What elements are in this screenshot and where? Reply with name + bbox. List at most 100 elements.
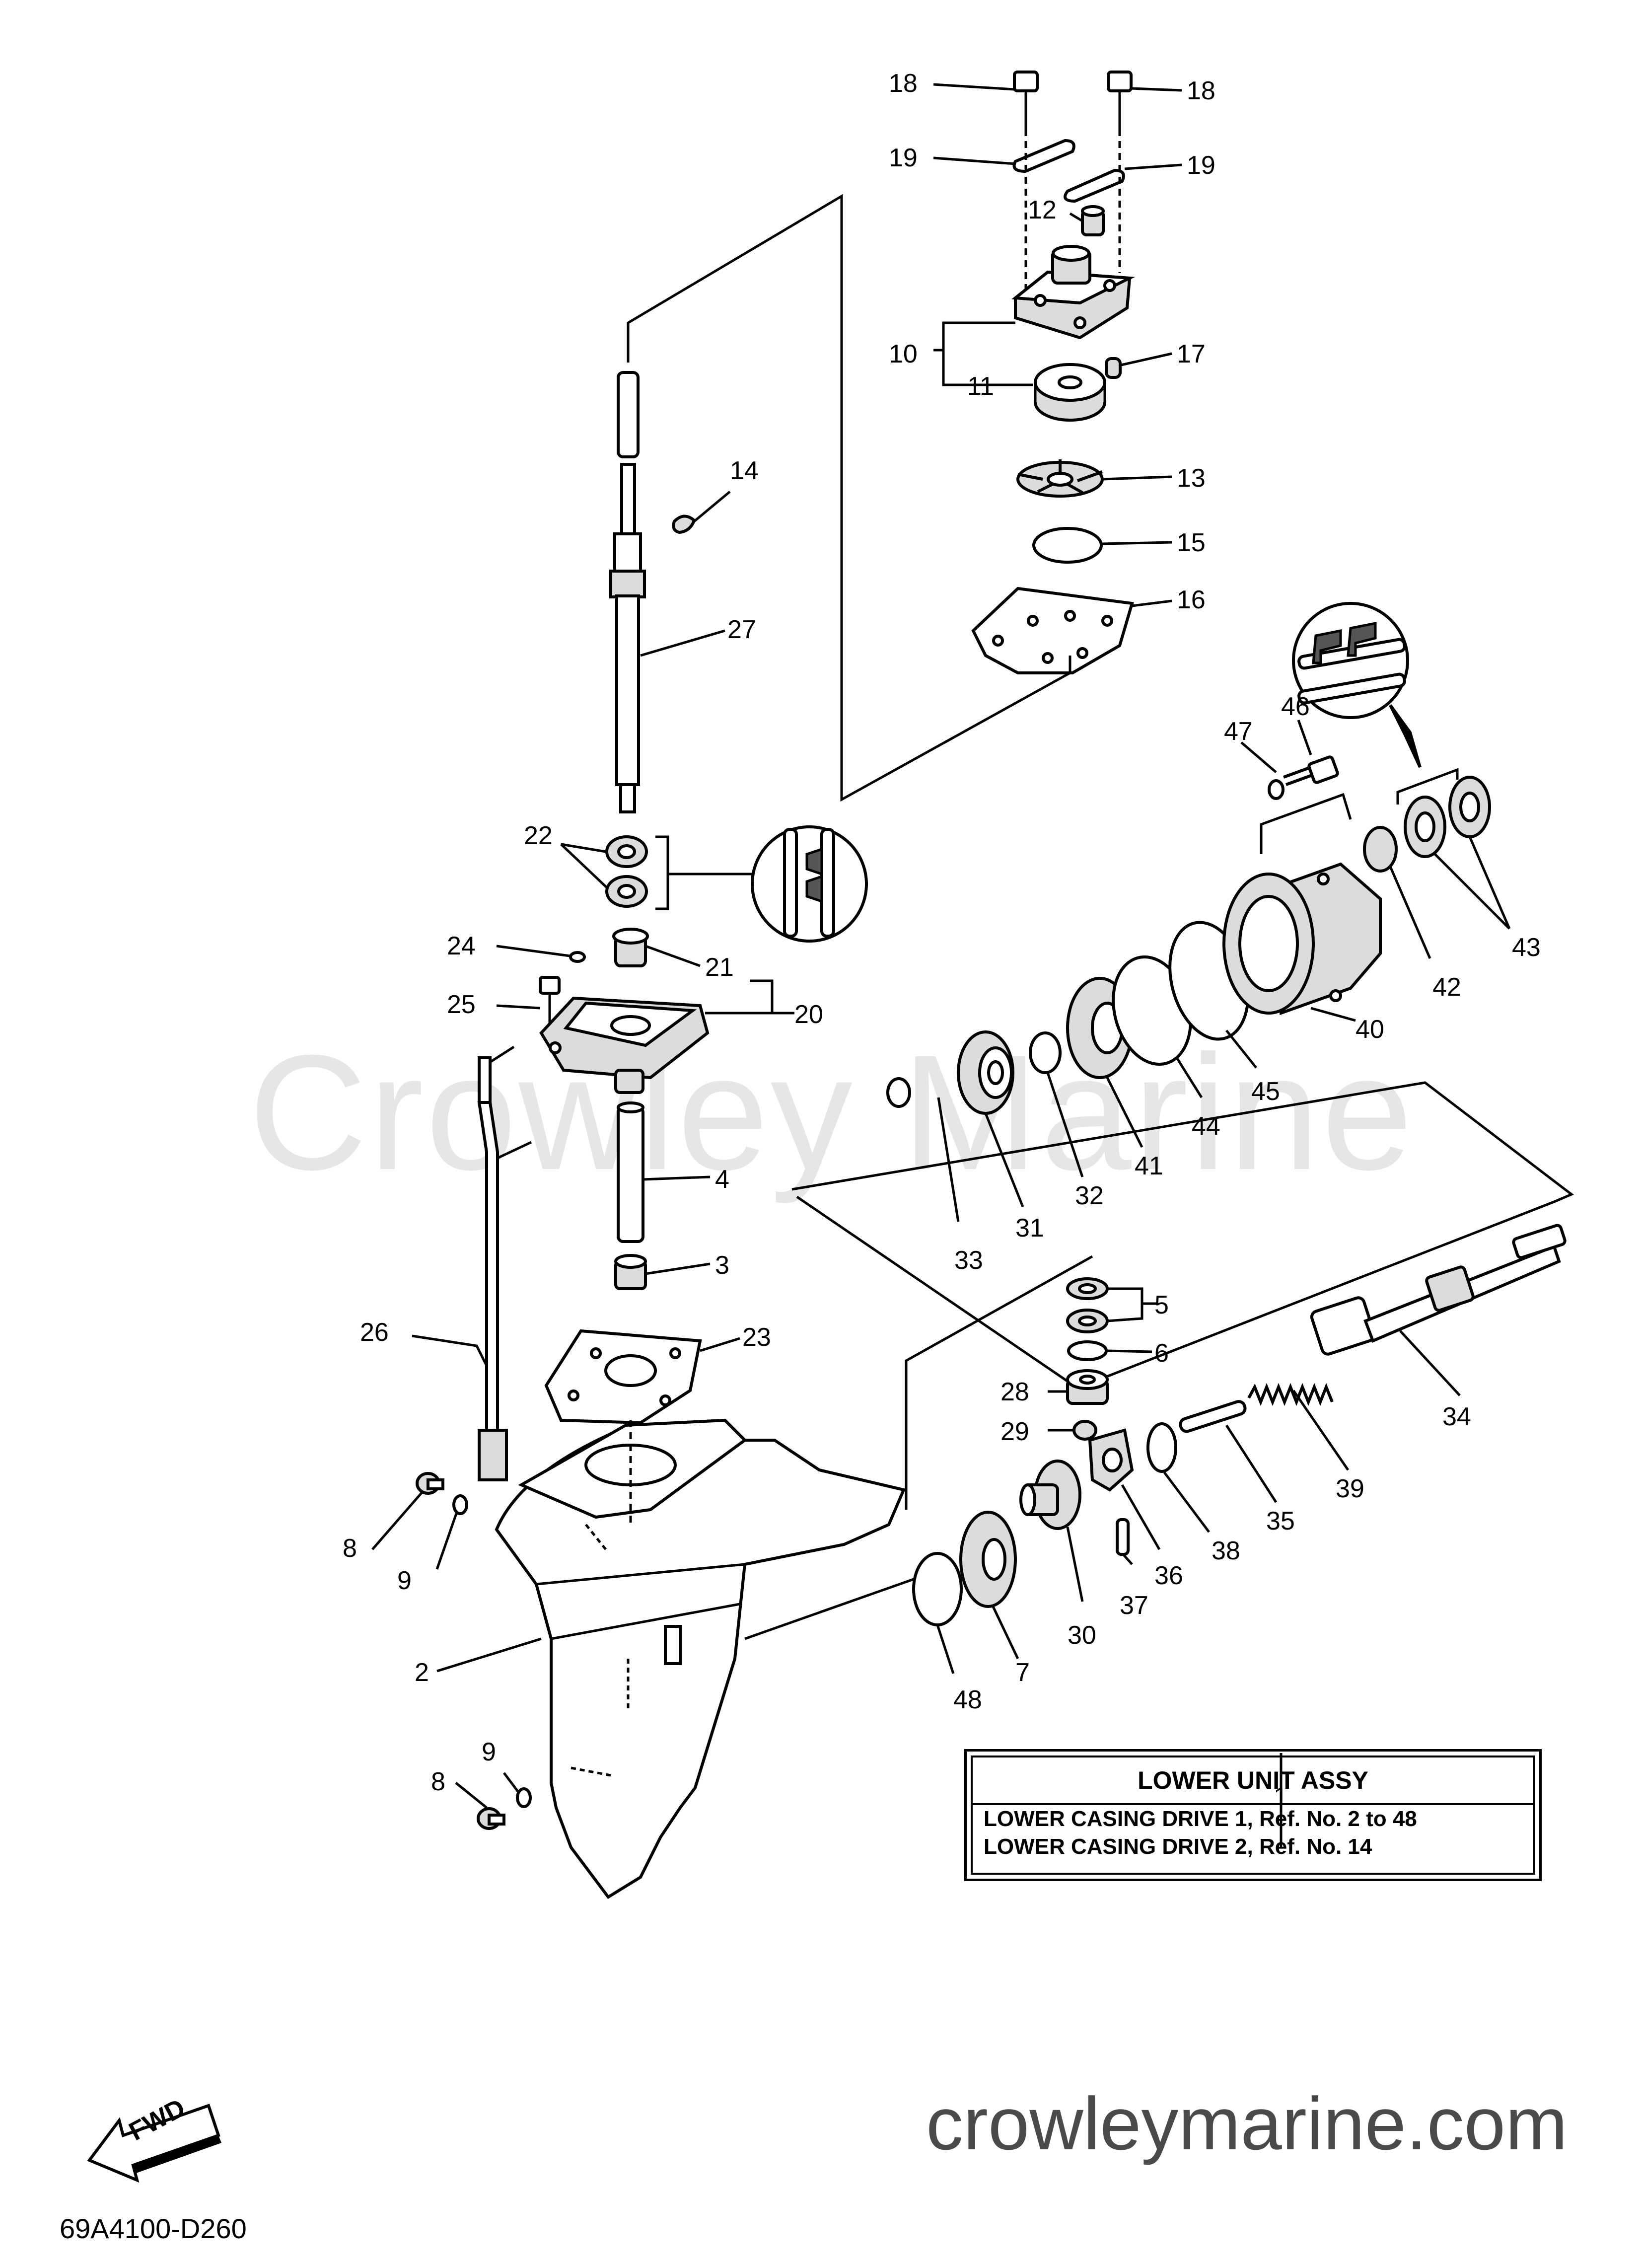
bearings-22 <box>605 835 648 908</box>
pump-housing-10 <box>1011 245 1136 340</box>
diagram-code: 69A4100-D260 <box>60 2213 247 2244</box>
callout-3: 3 <box>715 1251 729 1280</box>
callout-21: 21 <box>705 953 734 982</box>
callout-42: 42 <box>1432 973 1461 1002</box>
callout-6: 6 <box>1154 1339 1169 1368</box>
callout-19-left: 19 <box>889 144 918 172</box>
website-label: crowleymarine.com <box>926 2082 1568 2165</box>
assembly-info-box: LOWER UNIT ASSY LOWER CASING DRIVE 1, Re… <box>964 1749 1542 1881</box>
callout-20: 20 <box>794 1000 823 1029</box>
pinion-28 <box>1066 1369 1109 1405</box>
callout-4: 4 <box>715 1165 729 1194</box>
callout-25: 25 <box>447 990 476 1019</box>
bushing-3 <box>614 1254 647 1290</box>
drive-shaft-27 <box>609 371 646 813</box>
oil-seal-housing-20 <box>539 996 710 1094</box>
shim-6 <box>1067 1340 1108 1361</box>
callout-26: 26 <box>360 1318 389 1347</box>
callout-28: 28 <box>1000 1378 1029 1406</box>
callout-33: 33 <box>954 1246 983 1275</box>
spring-clip-38 <box>1146 1422 1177 1473</box>
shim-32 <box>1029 1031 1062 1074</box>
plate-19-left <box>1012 139 1075 173</box>
o-ring-24 <box>569 951 586 963</box>
callout-43: 43 <box>1512 933 1541 962</box>
callout-30: 30 <box>1068 1621 1096 1650</box>
callout-9-lower: 9 <box>482 1738 496 1766</box>
watermark: Crowley Marine <box>248 1021 1415 1204</box>
callout-9-upper: 9 <box>397 1566 412 1595</box>
callout-38: 38 <box>1212 1536 1240 1565</box>
bolt-46 <box>1283 755 1339 786</box>
propeller-shaft-34 <box>1310 1224 1567 1356</box>
callout-16: 16 <box>1177 585 1206 614</box>
gasket-23 <box>544 1329 702 1425</box>
callout-15: 15 <box>1177 528 1206 557</box>
screw-8-lower <box>477 1807 505 1830</box>
callout-2: 2 <box>415 1658 429 1687</box>
callout-35: 35 <box>1266 1507 1295 1536</box>
nut-29 <box>1072 1420 1097 1441</box>
callout-37: 37 <box>1120 1591 1148 1620</box>
lubricant-detail-circle-right <box>1292 602 1422 768</box>
oil-seals-43 <box>1404 776 1491 858</box>
callout-8-lower: 8 <box>431 1767 445 1796</box>
screw-8-upper <box>416 1472 444 1495</box>
dog-clutch-36 <box>1088 1428 1134 1492</box>
outer-plate-16 <box>971 586 1134 674</box>
callout-34: 34 <box>1442 1402 1471 1431</box>
callout-22: 22 <box>524 821 553 850</box>
insert-cartridge-11 <box>1034 363 1106 422</box>
shift-rod-26 <box>477 1056 508 1481</box>
reverse-gear-31 <box>957 1030 1014 1115</box>
callout-8-upper: 8 <box>343 1534 357 1563</box>
forward-gear-30 <box>1019 1460 1081 1530</box>
key-14 <box>672 514 696 534</box>
callout-19-right: 19 <box>1187 151 1215 180</box>
washer-47 <box>1268 779 1285 800</box>
callout-1: 1 <box>1274 1782 1288 1811</box>
forward-arrow-icon <box>87 2104 221 2183</box>
callout-14: 14 <box>730 456 759 485</box>
pin-37 <box>1116 1518 1130 1556</box>
callout-labels: 1 2 3 4 5 6 7 8 8 9 9 10 11 12 13 14 15 … <box>343 69 1541 1811</box>
washer-9-lower <box>516 1787 532 1808</box>
gear-shaft-group <box>791 602 1574 1626</box>
bolt-18-left <box>1013 71 1039 129</box>
thrust-bearing-5 <box>1066 1277 1109 1333</box>
callout-41: 41 <box>1135 1152 1163 1180</box>
callout-40: 40 <box>1356 1015 1384 1044</box>
o-ring-15 <box>1032 527 1103 564</box>
impeller-13 <box>1016 459 1104 498</box>
assembly-title: LOWER UNIT ASSY <box>973 1757 1533 1805</box>
shim-33 <box>886 1077 911 1108</box>
callout-36: 36 <box>1154 1561 1183 1590</box>
forward-direction-badge: FWD <box>84 2093 228 2185</box>
pin-17 <box>1105 357 1122 379</box>
callout-27: 27 <box>727 615 756 644</box>
lubricant-detail-circle-left <box>751 825 868 943</box>
washer-9-upper <box>452 1494 468 1515</box>
callout-47: 47 <box>1224 717 1253 746</box>
bolt-18-right <box>1107 71 1133 129</box>
bearing-7 <box>959 1511 1017 1608</box>
shift-plunger-35 <box>1179 1400 1247 1433</box>
callout-10: 10 <box>889 340 918 368</box>
bushing-21 <box>612 928 649 967</box>
lower-casing-2 <box>495 1255 1093 1899</box>
driveshaft-group <box>477 194 1071 1481</box>
callout-11: 11 <box>967 372 994 401</box>
callout-44: 44 <box>1192 1112 1220 1141</box>
callout-29: 29 <box>1000 1417 1029 1446</box>
assembly-line-1: LOWER CASING DRIVE 1, Ref. No. 2 to 48 <box>984 1807 1417 1831</box>
callout-48: 48 <box>953 1685 982 1714</box>
callout-46: 46 <box>1281 692 1310 721</box>
callout-24: 24 <box>447 932 476 960</box>
callout-39: 39 <box>1336 1474 1364 1503</box>
assembly-info-inner: LOWER UNIT ASSY LOWER CASING DRIVE 1, Re… <box>971 1756 1535 1875</box>
callout-31: 31 <box>1015 1214 1044 1243</box>
callout-45: 45 <box>1251 1077 1280 1106</box>
bushing-42 <box>1363 826 1398 873</box>
